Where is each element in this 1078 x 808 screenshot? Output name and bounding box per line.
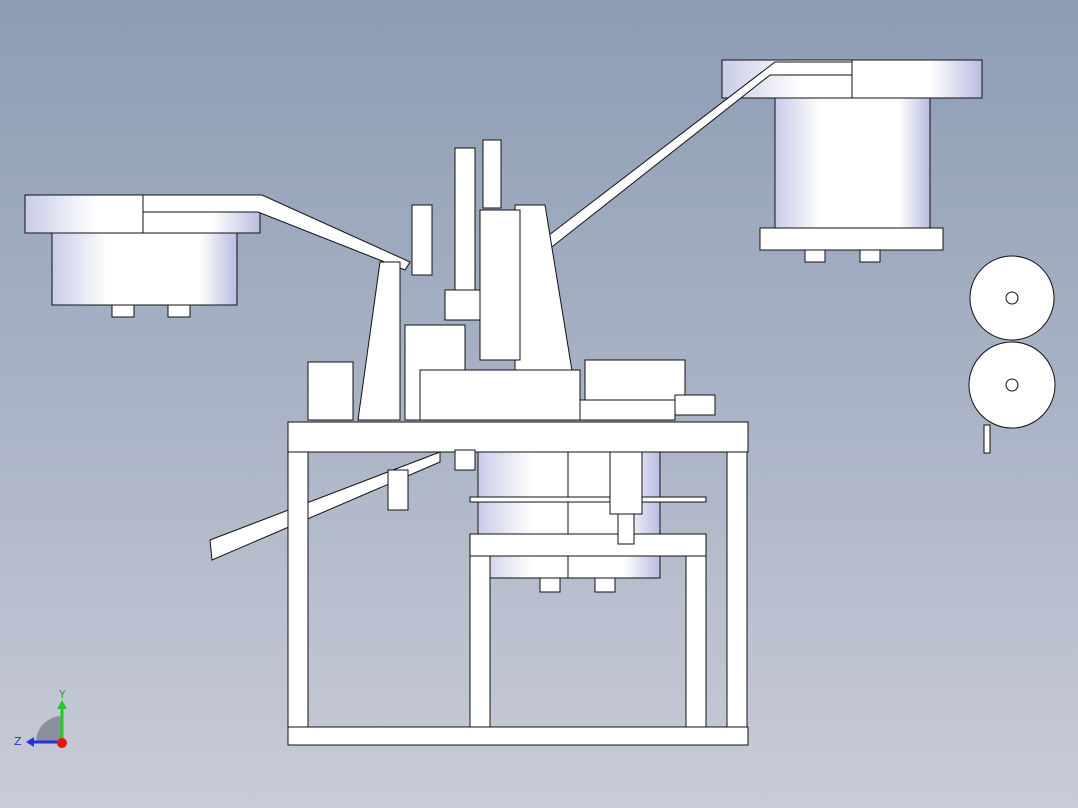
right-vibratory-bowl [539,59,983,263]
reel-spools [968,255,1056,454]
assembly-mechanism [307,139,716,471]
view-orientation-triad[interactable]: Y Z [14,688,67,748]
left-vibratory-bowl [24,194,411,318]
discharge-chute [209,451,441,561]
lower-center-bowl [469,449,707,593]
triad-arc [36,716,62,742]
z-axis-label: Z [14,735,22,748]
x-axis-origin [57,738,67,748]
machine-frame [287,421,749,746]
y-axis-label: Y [58,688,66,701]
